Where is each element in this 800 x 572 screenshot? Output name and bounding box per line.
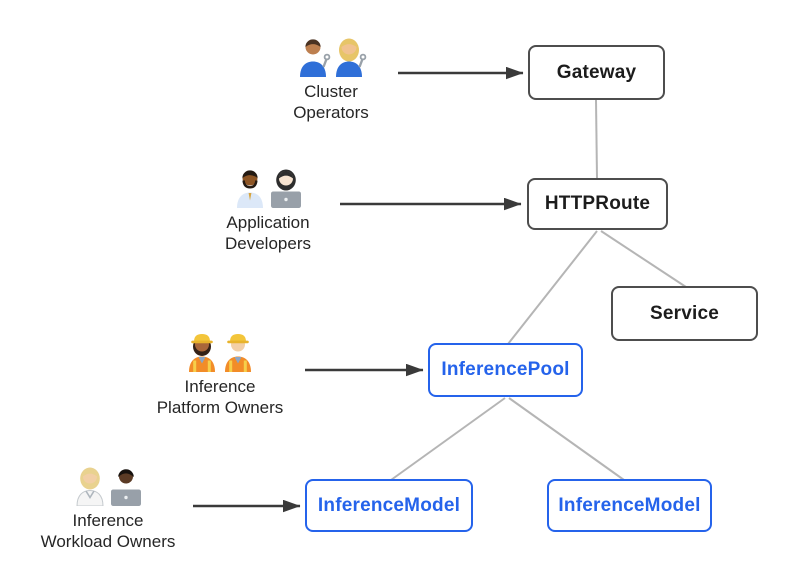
node-inferencemodel-right: InferenceModel (547, 479, 712, 532)
edge-inferencepool-inferencemodel-left (390, 397, 506, 481)
actor-arrows (193, 66, 524, 513)
actor-cluster-operators: Cluster Operators (246, 35, 416, 123)
resource-connector-lines (390, 99, 687, 481)
edge-httproute-service (600, 230, 687, 288)
node-httproute-label: HTTPRoute (544, 193, 651, 214)
actor-inference-workload-owners-label: Inference Workload Owners (40, 511, 176, 551)
node-inferencemodel-right-label: InferenceModel (558, 494, 701, 516)
construction-workers-emoji-pair-icon (189, 334, 251, 372)
node-gateway-label: Gateway (556, 61, 637, 83)
actor-application-developers: Application Developers (183, 166, 353, 254)
node-service: Service (611, 286, 758, 341)
node-inferencemodel-left: InferenceModel (305, 479, 473, 532)
scientist-emoji (76, 467, 104, 506)
actor-inference-platform-owners: Inference Platform Owners (135, 330, 305, 418)
actor-inference-workload-owners: Inference Workload Owners (23, 464, 193, 552)
node-httproute: HTTPRoute (527, 178, 668, 230)
edge-httproute-inferencepool (507, 230, 598, 345)
node-service-label: Service (649, 302, 719, 324)
mechanics-emoji-pair-icon (300, 38, 367, 77)
node-inferencepool: InferencePool (428, 343, 583, 397)
node-inferencemodel-left-label: InferenceModel (317, 494, 461, 516)
man-technologist-emoji (111, 469, 141, 506)
man-construction-worker-emoji (225, 334, 251, 372)
node-inferencepool-label: InferencePool (441, 359, 570, 380)
node-gateway: Gateway (528, 45, 665, 100)
actor-application-developers-label: Application Developers (225, 213, 311, 253)
woman-technologist-emoji (271, 169, 301, 208)
man-office-worker-emoji (237, 170, 263, 208)
edge-gateway-httproute (595, 99, 598, 179)
man-mechanic-emoji (300, 39, 331, 77)
actor-cluster-operators-label: Cluster Operators (293, 82, 369, 122)
woman-mechanic-emoji (336, 38, 367, 77)
edge-inferencepool-inferencemodel-right (508, 397, 625, 481)
actor-inference-platform-owners-label: Inference Platform Owners (156, 377, 284, 417)
scientist-technologist-emoji-pair-icon (76, 467, 141, 506)
developers-emoji-pair-icon (237, 169, 301, 208)
woman-construction-worker-emoji (189, 334, 215, 372)
